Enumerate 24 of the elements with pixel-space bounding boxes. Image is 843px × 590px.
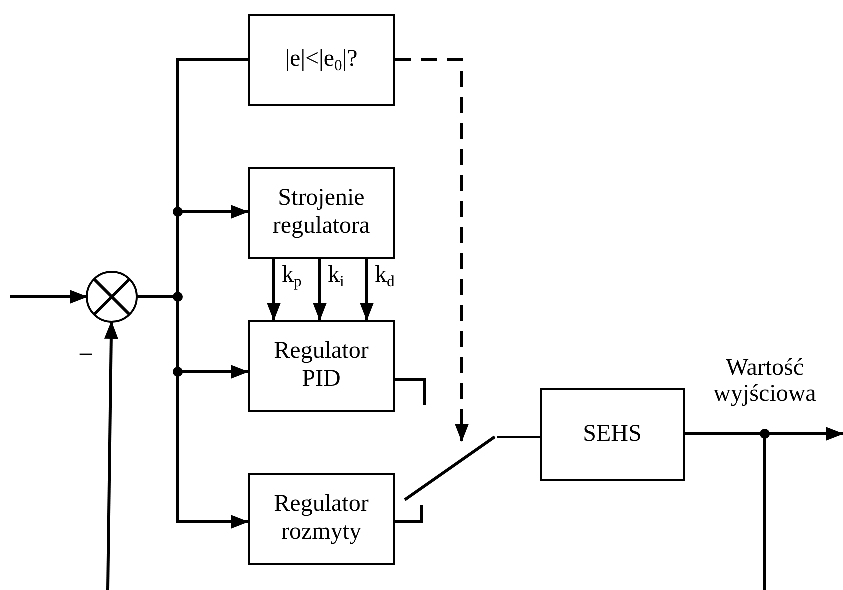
summing-junction bbox=[85, 270, 139, 324]
block-label: Regulator PID bbox=[273, 338, 370, 394]
block bbox=[248, 320, 395, 412]
block-label: |e|<|e$_{0}$|? bbox=[285, 46, 358, 74]
block-label: SEHS bbox=[583, 420, 642, 448]
arrow bbox=[10, 290, 88, 304]
edge-label: k$_{d}$ bbox=[375, 262, 395, 288]
minus-sign: – bbox=[80, 340, 92, 367]
arrow bbox=[360, 259, 374, 321]
block bbox=[540, 388, 685, 481]
edge-label: k$_{p}$ bbox=[282, 262, 302, 288]
dashed-arrow bbox=[395, 58, 469, 442]
arrow bbox=[104, 321, 118, 590]
block bbox=[248, 473, 395, 565]
block-label: Strojenie regulatora bbox=[272, 185, 372, 241]
connector-line bbox=[497, 436, 540, 438]
edge-label: k$_{i}$ bbox=[328, 262, 344, 288]
arrow bbox=[267, 259, 281, 321]
connector-line bbox=[395, 378, 426, 405]
arrow bbox=[313, 259, 327, 321]
block-label: Regulator rozmyty bbox=[273, 491, 370, 547]
block bbox=[248, 167, 395, 259]
block bbox=[248, 14, 395, 106]
connector-line bbox=[395, 505, 424, 524]
